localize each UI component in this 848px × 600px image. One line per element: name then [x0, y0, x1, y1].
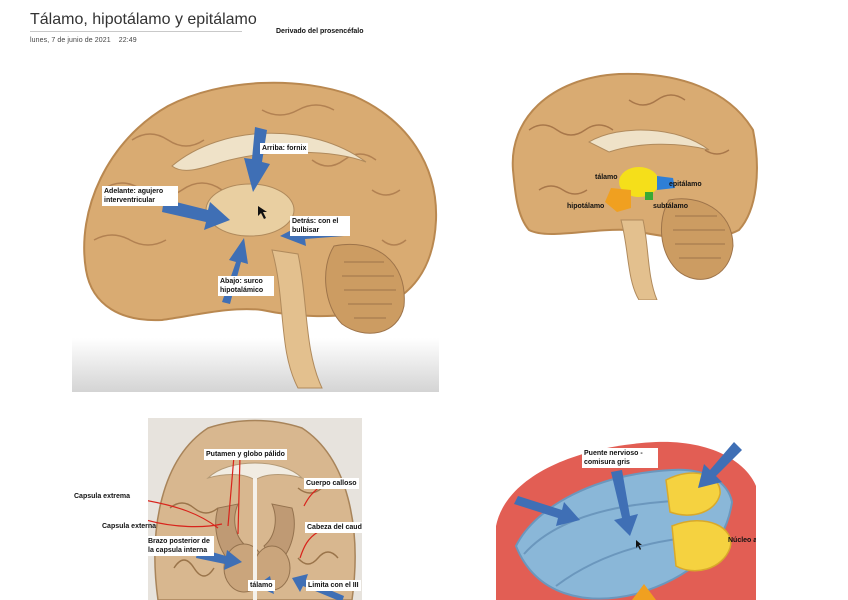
sagittal-brain-image: Arriba: fornix Adelante: agujero interve…	[72, 70, 439, 392]
label-limita-iii: Limita con el III	[306, 580, 361, 591]
coronal-section-image: Putamen y globo pálido Cuerpo calloso Ca…	[148, 418, 362, 600]
label-adelante-agujero: Adelante: agujero interventricular	[102, 186, 178, 206]
label-putamen-globo: Putamen y globo pálido	[204, 449, 287, 460]
label-talamo: tálamo	[595, 174, 618, 181]
colored-regions-image: tálamo epitálamo hipotálamo subtálamo	[509, 70, 759, 300]
page-timestamp: lunes, 7 de junio de 2021 22:49	[30, 37, 137, 44]
page-date: lunes, 7 de junio de 2021	[30, 37, 111, 44]
label-cabeza-caudado: Cabeza del caudado	[305, 522, 362, 533]
label-brazo-posterior: Brazo posterior de la capsula interna	[148, 536, 214, 556]
label-talamo-coronal: tálamo	[248, 580, 275, 591]
label-capsula-externa: Capsula externa	[102, 523, 157, 530]
label-epitalamo: epitálamo	[669, 181, 702, 188]
label-nucleo-anterior: Núcleo anterior	[728, 537, 756, 544]
label-puente-comisura: Puente nervioso - comisura gris	[582, 448, 658, 468]
title-divider	[30, 31, 242, 32]
page-time: 22:49	[118, 37, 137, 44]
page-title: Tálamo, hipotálamo y epitálamo	[30, 11, 257, 28]
label-detras-bulbisar: Detrás: con el bulbisar	[290, 216, 350, 236]
label-subtalamo: subtálamo	[653, 203, 689, 210]
label-abajo-surco: Abajo: surco hipotalámico	[218, 276, 274, 296]
header-note: Derivado del prosencéfalo	[276, 28, 364, 35]
label-cuerpo-calloso: Cuerpo calloso	[304, 478, 359, 489]
label-arriba-fornix: Arriba: fornix	[260, 143, 309, 154]
label-hipotalamo: hipotálamo	[567, 203, 605, 210]
thalamus-illustration: Puente nervioso - comisura gris Núcleo a…	[496, 436, 756, 600]
label-capsula-extrema: Capsula extrema	[74, 493, 131, 500]
